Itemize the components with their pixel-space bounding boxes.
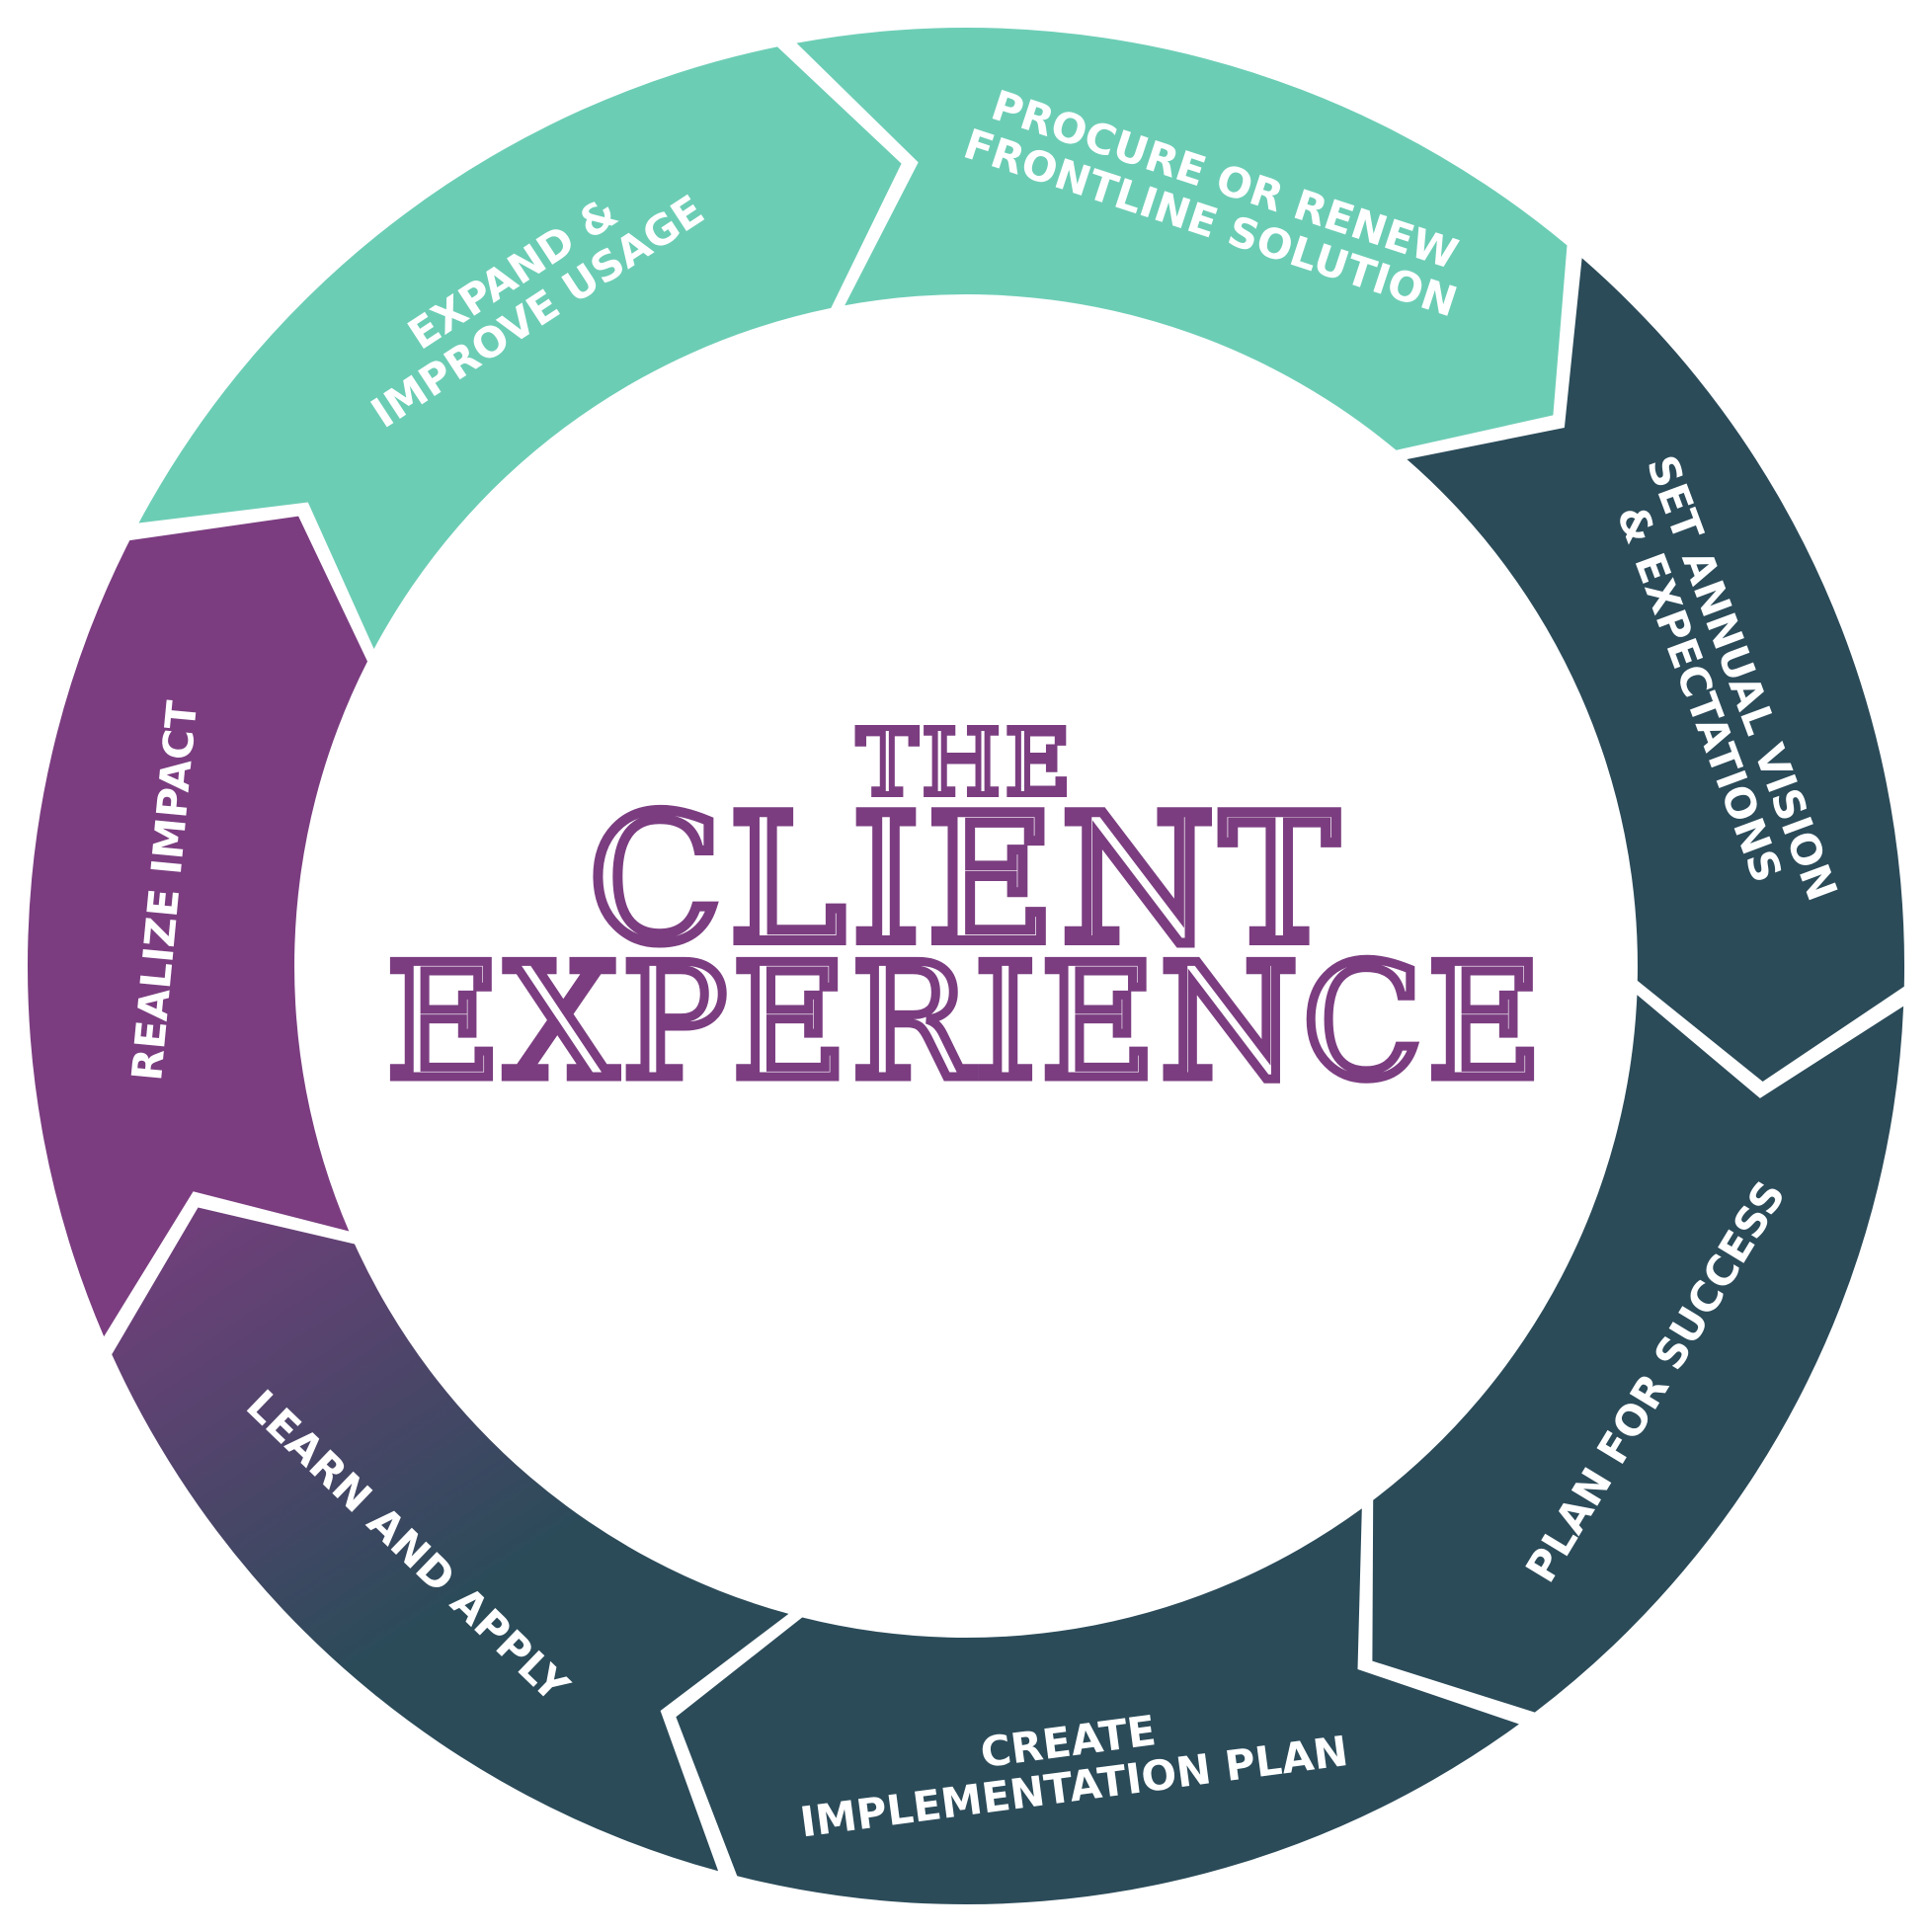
title-line-client: CLIENT	[588, 777, 1343, 982]
title-line-the: THE	[857, 710, 1076, 816]
segments-layer	[27, 27, 1905, 1904]
segment-create-plan	[676, 1508, 1519, 1904]
segment-set-vision	[1407, 258, 1905, 1082]
title-line-experience: EXPERIENCE	[386, 929, 1547, 1114]
center-title: THE CLIENT EXPERIENCE	[381, 707, 1547, 1119]
segment-realize-impact	[27, 516, 368, 1337]
segment-procure	[796, 27, 1568, 450]
segment-plan-success	[1372, 995, 1904, 1713]
segment-learn-apply	[112, 1207, 789, 1872]
segment-expand-usage	[138, 46, 902, 649]
